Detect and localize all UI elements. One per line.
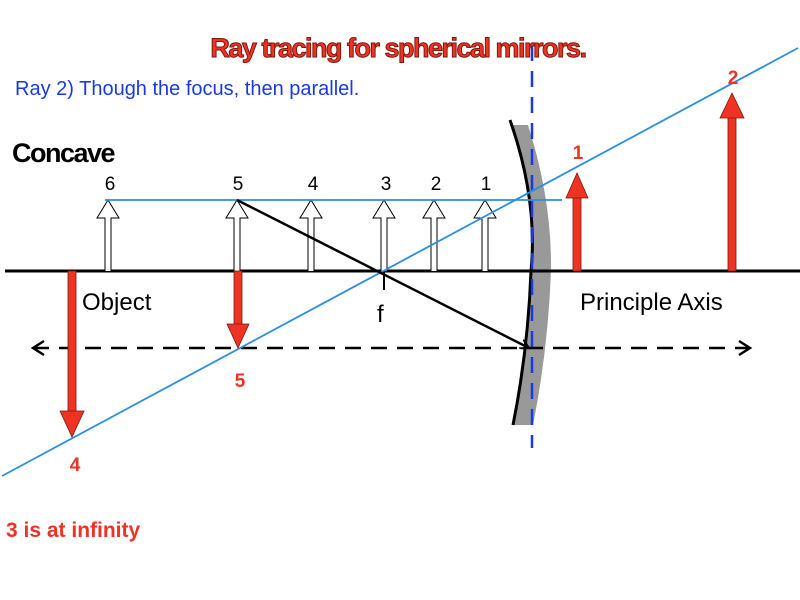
right-arrowhead-icon: [738, 339, 753, 357]
mirror-type-label: Concave: [12, 138, 116, 168]
image-arrow-2: [719, 92, 745, 272]
image-arrow-1: [565, 172, 589, 272]
focus-label: f: [377, 301, 384, 328]
principal-axis-label: Principle Axis: [580, 289, 723, 316]
object-arrows: [96, 199, 497, 271]
image-label-1: 1: [573, 143, 584, 164]
object-arrow: [372, 199, 396, 271]
image-label-5: 5: [235, 371, 246, 392]
image-label-2: 2: [728, 68, 739, 89]
object-arrow: [96, 199, 120, 271]
object-position-label: 3: [381, 174, 392, 195]
focus-ray: [1, 47, 799, 477]
object-position-label: 1: [481, 174, 492, 195]
object-label: Object: [82, 289, 152, 316]
subtitle: Ray 2) Though the focus, then parallel.: [15, 78, 359, 100]
object-arrow: [473, 199, 497, 271]
object-position-label: 6: [105, 174, 116, 195]
black-ray: [236, 198, 529, 348]
infinity-note: 3 is at infinity: [6, 519, 141, 542]
object-position-label: 4: [308, 174, 319, 195]
object-arrow: [225, 199, 249, 271]
image-arrow-4: [59, 270, 85, 438]
object-arrow: [299, 199, 323, 271]
left-arrowhead-icon: [30, 339, 45, 357]
image-arrow-5: [226, 270, 250, 349]
image-label-4: 4: [70, 455, 81, 476]
slide-title: Ray tracing for spherical mirrors.: [210, 33, 585, 63]
object-arrow: [422, 199, 446, 271]
object-position-label: 2: [431, 174, 442, 195]
object-position-label: 5: [233, 174, 244, 195]
